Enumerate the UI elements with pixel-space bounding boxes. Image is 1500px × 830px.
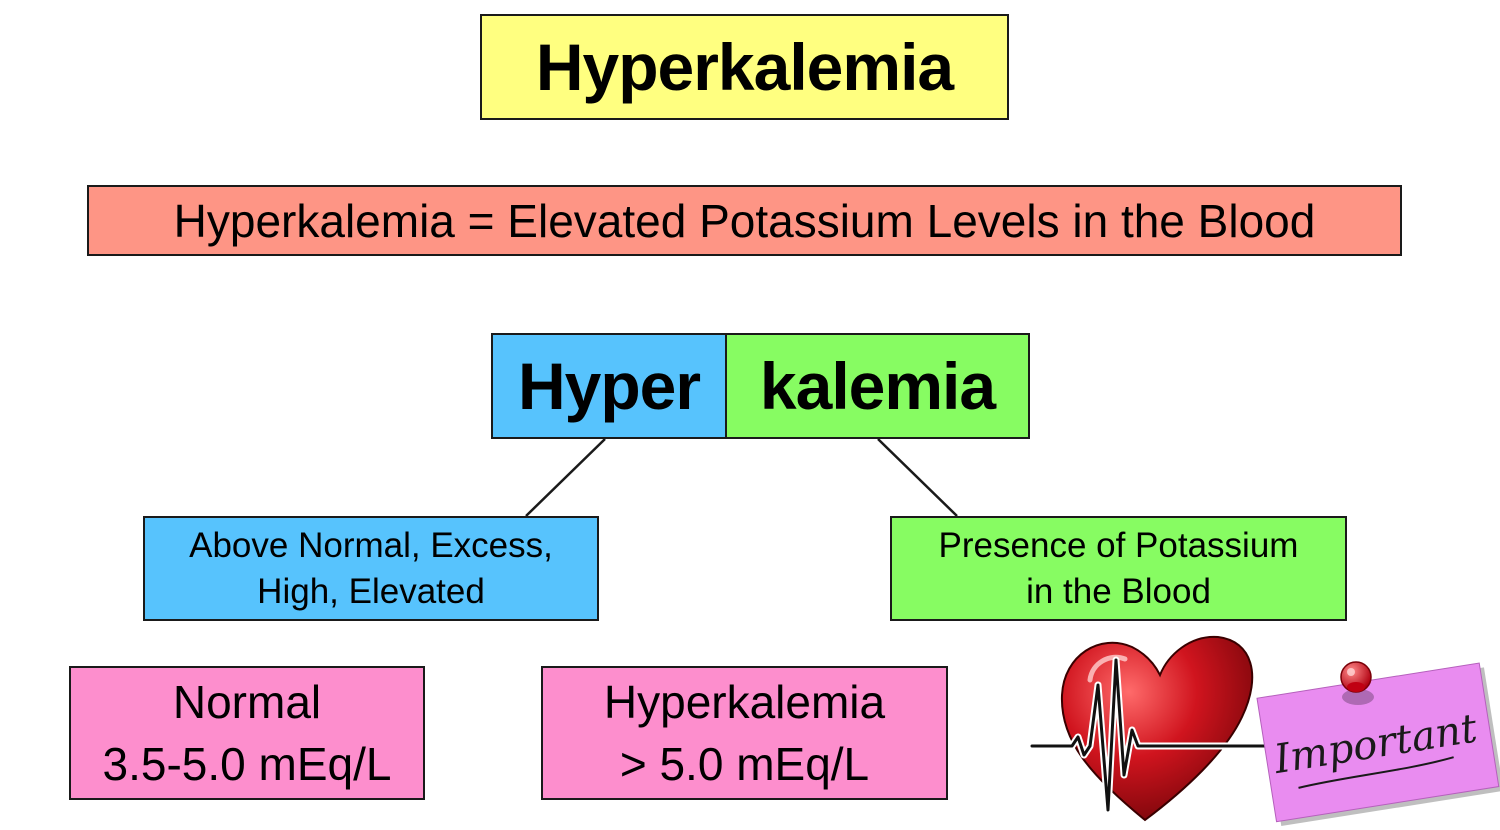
root-connector-line	[877, 438, 958, 517]
normal-range-box: Normal 3.5-5.0 mEq/L	[69, 666, 425, 800]
definition-box: Hyperkalemia = Elevated Potassium Levels…	[87, 185, 1402, 256]
hyperkalemia-range-value: > 5.0 mEq/L	[619, 738, 870, 790]
root-text: kalemia	[759, 349, 996, 423]
prefix-meaning-box: Above Normal, Excess, High, Elevated	[143, 516, 599, 621]
normal-range-label: Normal	[172, 676, 322, 728]
heartbeat-ekg-icon	[1028, 656, 1274, 814]
heart-illustration: Important	[1028, 635, 1500, 827]
page-title: Hyperkalemia	[535, 30, 954, 104]
title-box: Hyperkalemia	[480, 14, 1009, 120]
prefix-text: Hyper	[517, 349, 701, 423]
push-pin-icon	[1340, 661, 1374, 705]
root-box: kalemia	[725, 333, 1030, 439]
prefix-meaning-line-2: High, Elevated	[257, 571, 485, 611]
root-meaning-line-2: in the Blood	[1026, 571, 1211, 611]
hyperkalemia-range-box: Hyperkalemia > 5.0 mEq/L	[541, 666, 948, 800]
prefix-box: Hyper	[491, 333, 727, 439]
root-meaning-box: Presence of Potassium in the Blood	[890, 516, 1347, 621]
definition-text: Hyperkalemia = Elevated Potassium Levels…	[173, 194, 1316, 247]
hyperkalemia-range-label: Hyperkalemia	[603, 676, 886, 728]
prefix-connector-line	[525, 438, 606, 517]
sticky-note-icon: Important	[1256, 662, 1500, 827]
root-meaning-line-1: Presence of Potassium	[938, 525, 1299, 565]
prefix-meaning-line-1: Above Normal, Excess,	[189, 525, 553, 565]
normal-range-value: 3.5-5.0 mEq/L	[102, 738, 392, 790]
